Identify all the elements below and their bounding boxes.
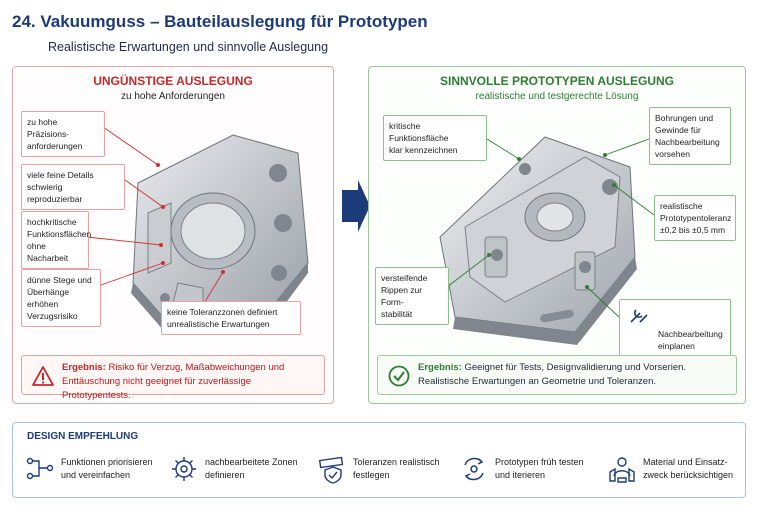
good-callout-functional-surface: kritische Funktionsfläche klar kennzeich…: [383, 115, 487, 161]
good-connectors: [446, 138, 655, 318]
recommendation-item: Funktionen priorisieren und vereinfachen: [25, 449, 153, 489]
bad-result-lead: Ergebnis:: [62, 362, 106, 373]
bad-callout-tolerance-zones: keine Toleranzzonen definiert unrealisti…: [161, 301, 301, 335]
recommendation-label: Material und Einsatz- zweck berücksichti…: [643, 457, 734, 480]
bad-callout-details: viele feine Details schwierig reproduzie…: [21, 164, 125, 210]
recommendation-item: Prototypen früh testen und iterieren: [459, 449, 584, 489]
warning-icon: [32, 366, 54, 386]
ruler-shield-icon: [318, 456, 344, 484]
cycle-icon: [464, 457, 484, 481]
good-result-lead: Ergebnis:: [418, 362, 462, 373]
material-person-icon: [609, 457, 635, 483]
recommendation-item: Material und Einsatz- zweck berücksichti…: [607, 449, 733, 489]
bad-panel-title: UNGÜNSTIGE AUSLEGUNG: [93, 74, 253, 88]
recommendation-label: nachbearbeitete Zonen definieren: [205, 457, 298, 480]
good-panel-subtitle: realistische und testgerechte Lösung: [475, 91, 639, 102]
bad-part-illustration: [131, 134, 309, 333]
good-design-panel: SINNVOLLE PROTOTYPEN AUSLEGUNG realistis…: [368, 66, 746, 404]
network-icon: [26, 457, 54, 480]
design-recommendation-panel: DESIGN EMPFEHLUNG Funktionen priorisiere…: [12, 422, 746, 498]
good-panel-title: SINNVOLLE PROTOTYPEN AUSLEGUNG: [439, 74, 675, 88]
bad-callout-functional-surfaces: hochkritische Funktionsflächen ohne Nach…: [21, 211, 91, 269]
tools-icon: [630, 309, 648, 323]
check-circle-icon: [388, 365, 410, 387]
good-callout-post-processing: Nachbearbeitung einplanen: [619, 299, 731, 357]
bad-callout-precision: zu hohe Präzisions- anforderungen: [21, 111, 105, 157]
bad-connectors: [86, 126, 225, 306]
good-result-text: Geeignet für Tests, Designvalidierung un…: [418, 362, 687, 387]
good-callout-drillings: Bohrungen und Gewinde für Nachbearbeitun…: [649, 107, 731, 165]
bad-result-box: Ergebnis: Risiko für Verzug, Maßabweichu…: [21, 355, 325, 401]
page-subtitle: Realistische Erwartungen und sinnvolle A…: [48, 40, 329, 54]
bad-result-text: Risiko für Verzug, Maßabweichungen und E…: [62, 362, 285, 401]
arrow-right-icon: [342, 180, 370, 232]
good-part-illustration: [439, 136, 637, 345]
recommendation-label: Toleranzen realistisch festlegen: [353, 457, 440, 480]
recommendation-label: Funktionen priorisieren und vereinfachen: [61, 457, 153, 480]
bad-design-panel: UNGÜNSTIGE AUSLEGUNG zu hohe Anforderung…: [12, 66, 334, 404]
recommendation-item: Toleranzen realistisch festlegen: [317, 449, 440, 489]
gear-tools-icon: [172, 457, 196, 481]
page-title: 24. Vakuumguss – Bauteilauslegung für Pr…: [12, 12, 428, 31]
good-callout-post-processing-label: Nachbearbeitung einplanen: [658, 329, 723, 351]
recommendation-title: DESIGN EMPFEHLUNG: [27, 431, 139, 442]
good-callout-ribs: versteifende Rippen zur Form- stabilität: [375, 267, 449, 325]
bad-panel-subtitle: zu hohe Anforderungen: [121, 91, 225, 102]
good-result-box: Ergebnis: Geeignet für Tests, Designvali…: [377, 355, 737, 395]
bad-callout-thin-walls: dünne Stege und Überhänge erhöhen Verzug…: [21, 269, 101, 327]
good-callout-tolerance: realistische Prototypentoleranz ±0,2 bis…: [654, 195, 736, 241]
recommendation-label: Prototypen früh testen und iterieren: [495, 457, 584, 480]
recommendation-item: nachbearbeitete Zonen definieren: [169, 449, 298, 489]
